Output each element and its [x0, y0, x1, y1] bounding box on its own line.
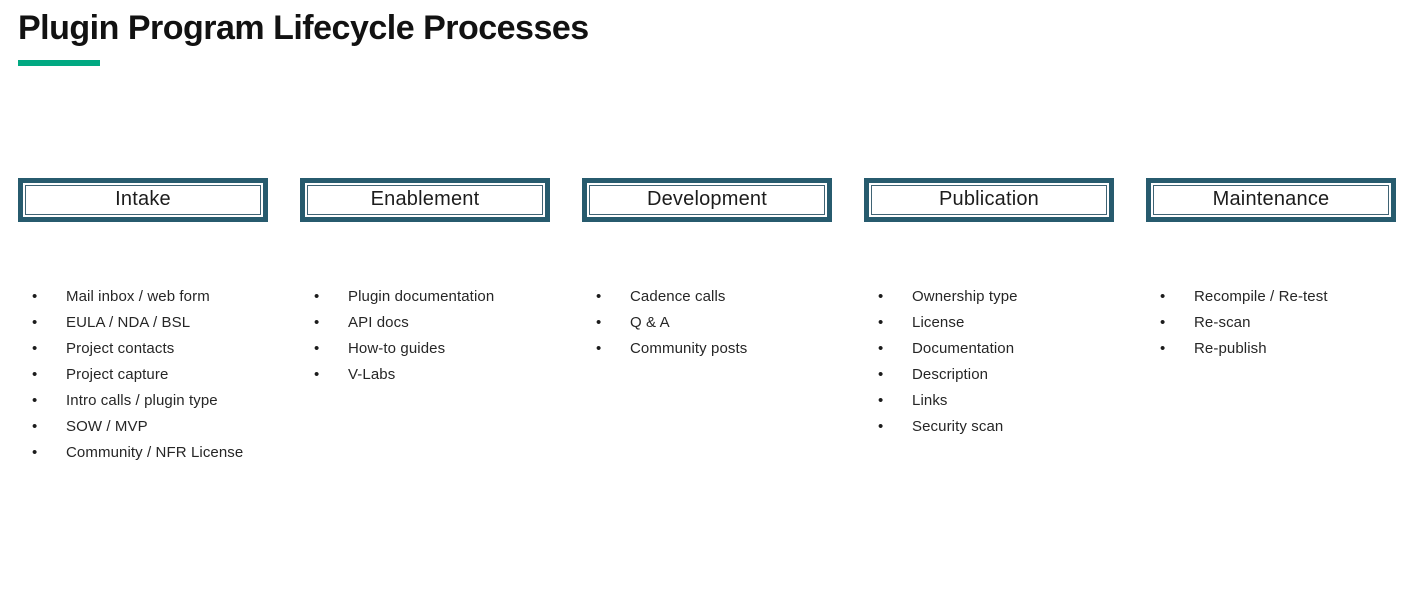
list-item: API docs	[300, 310, 550, 336]
stage-header-inner: Enablement	[307, 185, 543, 215]
stage-header-box: Maintenance	[1146, 178, 1396, 222]
list-item: Links	[864, 388, 1114, 414]
list-item: Recompile / Re-test	[1146, 284, 1396, 310]
list-item: Re-scan	[1146, 310, 1396, 336]
stage-column: Enablement Plugin documentationAPI docsH…	[300, 178, 550, 466]
list-item: Ownership type	[864, 284, 1114, 310]
stage-header-label: Publication	[938, 188, 1040, 210]
stage-header-label: Enablement	[370, 188, 480, 210]
stage-header-inner: Maintenance	[1153, 185, 1389, 215]
list-item: EULA / NDA / BSL	[18, 310, 268, 336]
list-item: SOW / MVP	[18, 414, 268, 440]
list-item: Plugin documentation	[300, 284, 550, 310]
stage-header-label: Development	[646, 188, 768, 210]
list-item: Documentation	[864, 336, 1114, 362]
list-item: Cadence calls	[582, 284, 832, 310]
list-item: How-to guides	[300, 336, 550, 362]
list-item: Re-publish	[1146, 336, 1396, 362]
list-item: License	[864, 310, 1114, 336]
list-item: Intro calls / plugin type	[18, 388, 268, 414]
stage-column: Maintenance Recompile / Re-testRe-scanRe…	[1146, 178, 1396, 466]
stage-header-box: Publication	[864, 178, 1114, 222]
list-item: Q & A	[582, 310, 832, 336]
stage-header-box: Intake	[18, 178, 268, 222]
list-item: Security scan	[864, 414, 1114, 440]
stage-columns: Intake Mail inbox / web formEULA / NDA /…	[18, 178, 1396, 466]
stage-item-list: Plugin documentationAPI docsHow-to guide…	[300, 284, 550, 388]
stage-header-inner: Development	[589, 185, 825, 215]
stage-column: Publication Ownership typeLicenseDocumen…	[864, 178, 1114, 466]
stage-column: Development Cadence callsQ & ACommunity …	[582, 178, 832, 466]
page-title: Plugin Program Lifecycle Processes	[18, 9, 589, 47]
title-accent-bar	[18, 60, 100, 66]
stage-header-label: Intake	[115, 188, 171, 210]
stage-header-box: Enablement	[300, 178, 550, 222]
stage-item-list: Recompile / Re-testRe-scanRe-publish	[1146, 284, 1396, 362]
list-item: Mail inbox / web form	[18, 284, 268, 310]
stage-header-inner: Publication	[871, 185, 1107, 215]
stage-item-list: Ownership typeLicenseDocumentationDescri…	[864, 284, 1114, 440]
list-item: Project capture	[18, 362, 268, 388]
stage-header-box: Development	[582, 178, 832, 222]
stage-item-list: Cadence callsQ & ACommunity posts	[582, 284, 832, 362]
stage-item-list: Mail inbox / web formEULA / NDA / BSLPro…	[18, 284, 268, 466]
list-item: Community / NFR License	[18, 440, 268, 466]
stage-column: Intake Mail inbox / web formEULA / NDA /…	[18, 178, 268, 466]
list-item: Project contacts	[18, 336, 268, 362]
stage-header-label: Maintenance	[1212, 188, 1330, 210]
list-item: Community posts	[582, 336, 832, 362]
list-item: V-Labs	[300, 362, 550, 388]
list-item: Description	[864, 362, 1114, 388]
stage-header-inner: Intake	[25, 185, 261, 215]
